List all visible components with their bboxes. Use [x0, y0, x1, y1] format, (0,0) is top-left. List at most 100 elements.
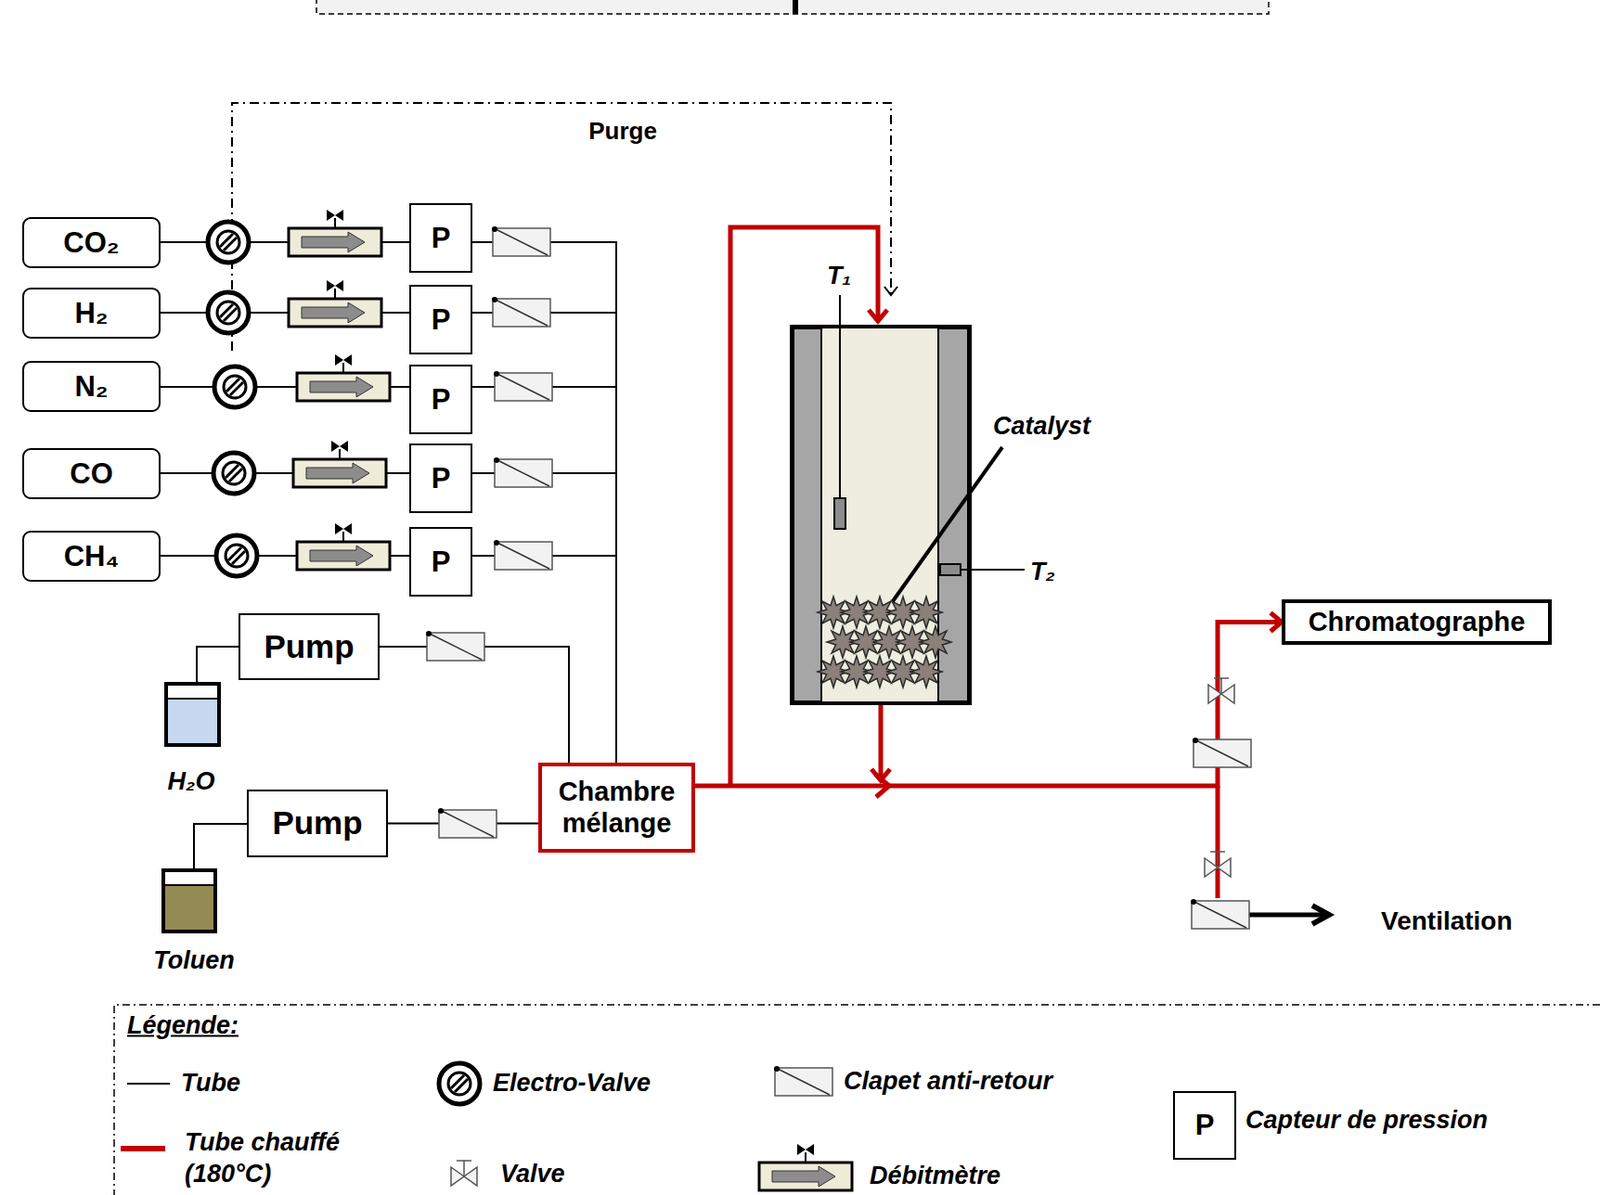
flowmeter — [288, 209, 390, 570]
legend-text: Electro-Valve — [492, 1068, 651, 1100]
toluene-tank — [163, 884, 216, 887]
water-tank — [166, 697, 220, 700]
tank-label: H₂O — [167, 767, 216, 797]
gas-cylinder-box: N₂ — [22, 361, 161, 413]
check-valve — [425, 226, 1252, 930]
pressure-sensor: P — [409, 203, 473, 273]
water-tank — [166, 646, 239, 746]
check-valve — [425, 631, 485, 661]
node-text: P — [431, 221, 452, 256]
legend-sample — [127, 1083, 170, 1085]
legend-symbol-text: P — [1195, 1109, 1215, 1143]
chromatograph-box: Chromatographe — [1281, 599, 1552, 646]
flowmeter — [288, 209, 382, 257]
heated-tube — [695, 622, 1282, 788]
top-frame — [316, 0, 1269, 14]
pump-box: Pump — [246, 789, 388, 858]
electro-valve — [207, 221, 249, 263]
node-text: P — [431, 383, 452, 417]
legend-sample — [1174, 1092, 1236, 1160]
node-text: Chambre mélange — [541, 776, 692, 839]
gas-tube — [472, 473, 617, 763]
electro-valve — [213, 452, 255, 494]
gas-cylinder-box: CO — [22, 448, 161, 500]
pressure-sensor: P — [409, 443, 473, 514]
node-text: Pump — [263, 628, 354, 666]
reactor — [838, 295, 841, 499]
legend-sample — [438, 1063, 480, 1105]
temperature-label: T₂ — [1030, 557, 1056, 587]
reactor — [791, 326, 970, 704]
annotation-label: Ventilation — [1380, 906, 1513, 937]
node-text: Pump — [271, 804, 362, 842]
mixing-chamber: Chambre mélange — [538, 762, 696, 853]
water-tank — [167, 698, 218, 744]
legend-text: Clapet anti-retour — [843, 1066, 1053, 1098]
legend-sample — [774, 1066, 833, 1097]
legend-sample — [120, 1063, 1236, 1191]
vent-arrow — [1249, 913, 1330, 918]
gas-cylinder-box: CO₂ — [22, 217, 161, 269]
pump-box: Pump — [238, 613, 380, 681]
legend-text: Tube — [180, 1068, 241, 1100]
water-tank — [166, 683, 220, 746]
tank-label: Toluen — [153, 946, 235, 976]
electro-valve — [207, 221, 258, 577]
flowmeter — [288, 280, 382, 327]
node-text: CO₂ — [63, 226, 119, 260]
check-valve — [438, 808, 497, 839]
catalyst-particle — [919, 626, 952, 659]
legend-text: Tube chauffé (180°C) — [184, 1127, 371, 1191]
toluene-tank — [165, 885, 214, 930]
pressure-sensor: P — [409, 364, 473, 435]
pressure-sensor: P — [409, 527, 473, 597]
top-frame — [792, 0, 799, 14]
reactor — [940, 564, 961, 576]
gas-tube — [379, 646, 569, 763]
reactor — [960, 568, 1025, 571]
electro-valve — [214, 366, 256, 408]
check-valve — [491, 296, 551, 327]
node-text: Chromatographe — [1308, 606, 1526, 638]
annotation-label: Catalyst — [993, 412, 1091, 441]
valve — [1208, 678, 1235, 704]
toluene-tank — [163, 870, 216, 932]
catalyst-particle — [910, 656, 942, 688]
flowmeter — [296, 354, 390, 401]
annotation-label: Purge — [588, 116, 658, 146]
heated-tube — [1215, 786, 1221, 899]
gas-tube — [472, 242, 617, 763]
legend-text: Capteur de pression — [1245, 1105, 1488, 1137]
gas-tube — [472, 387, 617, 763]
check-valve — [491, 226, 551, 257]
check-valve — [1190, 899, 1250, 930]
node-text: N₂ — [74, 370, 108, 404]
legend-frame — [114, 1005, 1600, 1195]
electro-valve — [216, 535, 258, 577]
electro-valve — [207, 292, 249, 334]
legend-title: Légende: — [127, 1011, 239, 1041]
gas-tube — [472, 312, 617, 763]
legend-sample — [451, 1161, 478, 1187]
legend-text: Valve — [500, 1159, 566, 1191]
node-text: CH₄ — [64, 540, 120, 574]
reactor — [892, 447, 1003, 602]
legend-text: Débitmètre — [869, 1161, 1001, 1193]
flow-chevron — [876, 774, 890, 798]
legend-sample — [759, 1144, 852, 1191]
node-text: H₂ — [74, 296, 108, 331]
node-text: P — [431, 303, 452, 337]
reactor — [791, 295, 1025, 704]
check-valve — [493, 371, 553, 401]
valve — [1204, 678, 1235, 878]
pressure-sensor: P — [409, 284, 473, 355]
node-text: CO — [69, 457, 114, 491]
temperature-label: T₁ — [826, 261, 852, 291]
reactor — [834, 498, 846, 530]
check-valve — [493, 457, 553, 488]
flowmeter — [296, 523, 390, 570]
